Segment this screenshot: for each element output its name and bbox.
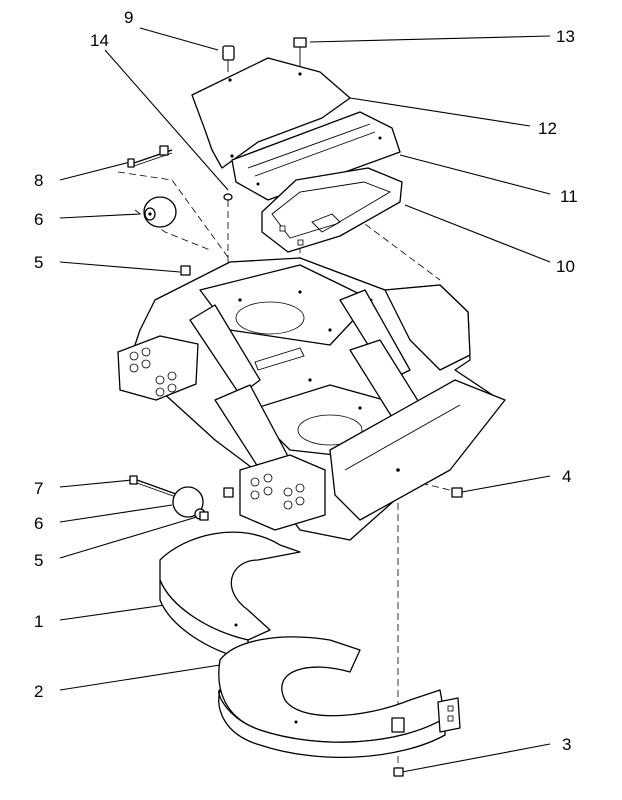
part-9-latch-pin (222, 45, 235, 72)
part-4-nut (451, 487, 463, 498)
callout-13: 13 (556, 27, 575, 46)
leader-6-top (59, 213, 141, 219)
part-5-nut-top (180, 265, 191, 276)
callout-4: 4 (562, 467, 571, 486)
part-12-cover-plate (191, 57, 351, 169)
callout-6-bottom: 6 (34, 514, 43, 533)
part-5-nut-bottom (199, 487, 234, 521)
callout-3: 3 (562, 735, 571, 754)
callout-14: 14 (90, 31, 109, 50)
leader-5-top (59, 261, 181, 273)
leader-lines (59, 27, 551, 773)
part-11-bracket-plate (231, 111, 401, 201)
part-2-lower-shroud (218, 636, 461, 758)
leader-8 (59, 161, 131, 181)
leader-7 (59, 479, 133, 488)
callout-10: 10 (556, 257, 575, 276)
part-6-bushing-bottom (172, 486, 206, 520)
callout-1: 1 (34, 612, 43, 631)
leader-5-bottom (59, 515, 201, 559)
leader-10 (404, 204, 551, 263)
leader-14 (104, 49, 229, 191)
part-13-screw (293, 37, 307, 68)
side-bracket-left (117, 335, 199, 401)
side-bracket-front (239, 454, 326, 531)
leader-4 (461, 475, 551, 493)
leader-13 (309, 35, 551, 43)
part-6-bushing-top (143, 196, 177, 228)
callout-11: 11 (560, 187, 578, 206)
part-7-bolt (129, 475, 177, 498)
leader-2 (59, 664, 221, 691)
callout-8: 8 (34, 171, 43, 190)
callout-labels: 1 2 3 4 5 5 6 6 7 8 9 10 11 12 13 14 (34, 8, 578, 754)
leader-9 (139, 27, 219, 51)
leader-1 (59, 604, 166, 621)
callout-5-bottom: 5 (34, 551, 43, 570)
callout-7: 7 (34, 479, 43, 498)
callout-5-top: 5 (34, 253, 43, 272)
part-10-housing (261, 167, 403, 253)
main-frame (117, 257, 506, 541)
part-14-washer (223, 193, 233, 201)
part-3-screw (393, 767, 404, 777)
leader-12 (349, 97, 531, 127)
leader-3 (401, 743, 551, 773)
callout-2: 2 (34, 682, 43, 701)
part-8-bolt (127, 145, 173, 168)
callout-12: 12 (538, 119, 557, 138)
leader-6-bottom (59, 504, 173, 523)
leader-11 (399, 154, 551, 195)
callout-9: 9 (124, 8, 133, 27)
callout-6-top: 6 (34, 210, 43, 229)
